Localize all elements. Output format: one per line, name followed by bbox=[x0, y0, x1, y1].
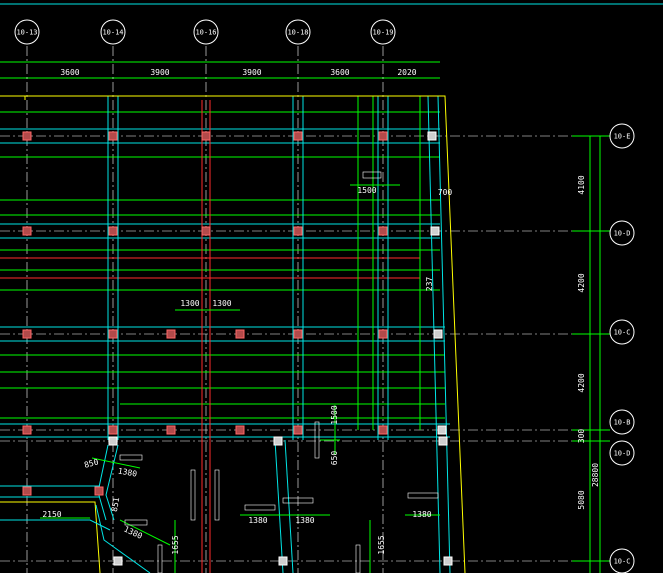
svg-text:851: 851 bbox=[110, 496, 121, 512]
axis-bubble-10-14: 10-14 bbox=[100, 19, 126, 45]
svg-text:1655: 1655 bbox=[377, 535, 386, 554]
vertical-axis-lines bbox=[26, 46, 384, 573]
svg-text:1380: 1380 bbox=[412, 510, 431, 519]
axis-bubble-10-D-upper: 10-D bbox=[609, 220, 635, 246]
axis-bubble-10-B: 10-B bbox=[609, 409, 635, 435]
svg-text:300: 300 bbox=[577, 429, 586, 444]
svg-text:10-13: 10-13 bbox=[16, 29, 37, 37]
green-guide-lines bbox=[0, 111, 445, 419]
axis-bubble-10-18: 10-18 bbox=[285, 19, 311, 45]
axis-bubble-10-16: 10-16 bbox=[193, 19, 219, 45]
svg-text:1300: 1300 bbox=[180, 299, 199, 308]
horizontal-axis-lines bbox=[0, 135, 610, 562]
svg-text:3900: 3900 bbox=[150, 68, 169, 77]
top-axis-markers: 10-13 10-14 10-16 10-18 10-19 bbox=[14, 19, 396, 45]
svg-text:1500: 1500 bbox=[330, 405, 339, 424]
svg-text:4200: 4200 bbox=[577, 273, 586, 292]
svg-text:2150: 2150 bbox=[42, 510, 61, 519]
svg-text:1380: 1380 bbox=[248, 516, 267, 525]
svg-text:10-E: 10-E bbox=[614, 133, 631, 141]
svg-text:10-C: 10-C bbox=[614, 558, 631, 566]
svg-text:3900: 3900 bbox=[242, 68, 261, 77]
annotations: 1500 700 237 1300 1300 1500 650 850 1380… bbox=[42, 171, 453, 555]
svg-text:850: 850 bbox=[83, 457, 99, 469]
svg-text:10-B: 10-B bbox=[614, 419, 631, 427]
horizontal-beams bbox=[0, 128, 450, 498]
columns bbox=[22, 131, 453, 566]
svg-text:1300: 1300 bbox=[212, 299, 231, 308]
axis-bubble-10-13: 10-13 bbox=[14, 19, 40, 45]
svg-text:700: 700 bbox=[438, 188, 453, 197]
svg-text:28800: 28800 bbox=[591, 463, 600, 487]
svg-text:10-19: 10-19 bbox=[372, 29, 393, 37]
svg-text:1500: 1500 bbox=[357, 186, 376, 195]
right-axis-markers: 10-E 10-D 10-C 10-B 10-D 10-C bbox=[609, 123, 635, 573]
green-vertical-lines bbox=[357, 96, 610, 573]
svg-text:10-16: 10-16 bbox=[195, 29, 216, 37]
svg-text:10-14: 10-14 bbox=[102, 29, 123, 37]
axis-bubble-10-C-upper: 10-C bbox=[609, 319, 635, 345]
vertical-beams bbox=[107, 95, 451, 573]
svg-text:4100: 4100 bbox=[577, 175, 586, 194]
yellow-boundary bbox=[0, 95, 466, 573]
top-span-dimensions: 3600 3900 3900 3600 2020 bbox=[60, 68, 416, 77]
axis-bubble-10-19: 10-19 bbox=[370, 19, 396, 45]
svg-text:10-D: 10-D bbox=[614, 230, 631, 238]
svg-text:1655: 1655 bbox=[171, 535, 180, 554]
svg-text:650: 650 bbox=[330, 451, 339, 466]
right-span-dimensions: 4100 4200 4200 300 5080 28800 bbox=[577, 175, 600, 509]
axis-bubble-10-D-lower: 10-D bbox=[609, 440, 635, 466]
svg-text:10-C: 10-C bbox=[614, 329, 631, 337]
svg-text:237: 237 bbox=[425, 277, 434, 292]
svg-text:1380: 1380 bbox=[295, 516, 314, 525]
svg-text:5080: 5080 bbox=[577, 490, 586, 509]
axis-bubble-10-C-lower: 10-C bbox=[609, 548, 635, 573]
svg-text:3600: 3600 bbox=[330, 68, 349, 77]
red-lines bbox=[0, 100, 420, 573]
svg-text:2020: 2020 bbox=[397, 68, 416, 77]
svg-text:10-D: 10-D bbox=[614, 450, 631, 458]
axis-bubble-10-E: 10-E bbox=[609, 123, 635, 149]
svg-text:4200: 4200 bbox=[577, 373, 586, 392]
svg-text:1380: 1380 bbox=[117, 466, 138, 478]
svg-text:3600: 3600 bbox=[60, 68, 79, 77]
svg-text:10-18: 10-18 bbox=[287, 29, 308, 37]
beam-tags bbox=[119, 421, 439, 573]
